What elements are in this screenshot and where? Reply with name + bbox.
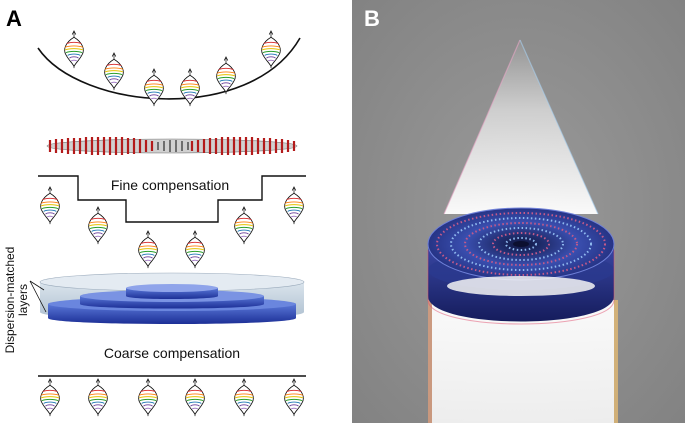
metalens-disk xyxy=(427,207,615,322)
dispersion-matched-stack xyxy=(39,272,305,324)
panel-a: A xyxy=(3,6,306,417)
dispersion-matched-label: Dispersion-matched layers xyxy=(3,247,30,354)
curved-wavefront xyxy=(37,37,301,100)
panel-b-letter: B xyxy=(364,6,380,31)
arc-wavepackets xyxy=(64,30,281,107)
svg-text:Dispersion-matched: Dispersion-matched xyxy=(3,247,17,354)
output-wavepackets xyxy=(40,378,304,417)
layer-pointer-2 xyxy=(29,280,47,313)
panel-b: B xyxy=(352,0,685,423)
panel-a-letter: A xyxy=(6,6,22,31)
fine-compensation-profile xyxy=(38,175,306,223)
fine-wavepackets xyxy=(40,186,304,269)
focused-light-cone xyxy=(444,40,598,214)
metasurface-disk xyxy=(46,137,298,155)
fine-compensation-label: Fine compensation xyxy=(111,177,229,193)
svg-text:layers: layers xyxy=(16,284,30,316)
coarse-compensation-label: Coarse compensation xyxy=(104,345,240,361)
layer-pointer-1 xyxy=(29,280,45,291)
